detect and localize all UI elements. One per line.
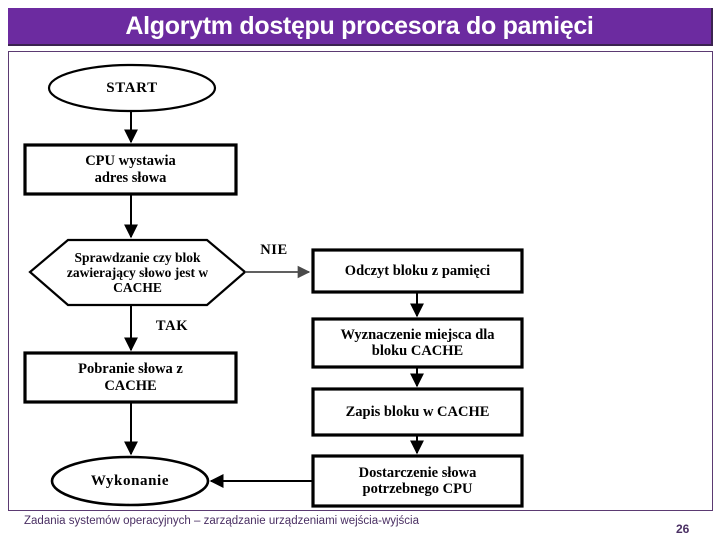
node-fetch-from-cache-shape [23,351,238,404]
node-start-shape [47,63,217,113]
node-cache-check-shape [28,238,247,307]
page-title: Algorytm dostępu procesora do pamięci [125,11,594,40]
footer-text: Zadania systemów operacyjnych – zarządza… [24,515,420,527]
node-allocate-cache-shape [311,317,524,369]
node-read-from-memory-shape [311,248,524,294]
node-cpu-address-shape [23,143,238,196]
slide-title-banner: Algorytm dostępu procesora do pamięci [8,8,713,46]
node-write-cache-shape [311,387,524,437]
node-deliver-word-shape [311,454,524,508]
footer-page-number: 26 [676,522,690,536]
node-execute-shape [50,455,210,507]
